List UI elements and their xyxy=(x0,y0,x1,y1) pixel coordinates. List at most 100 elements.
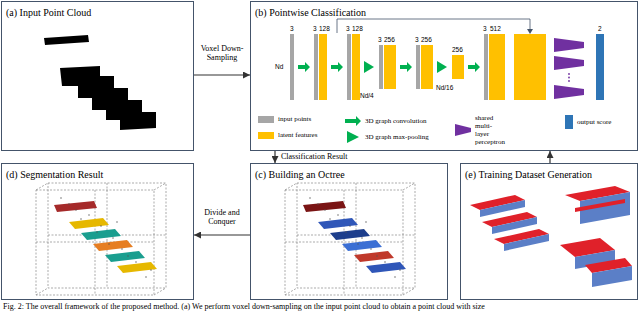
network-diagram xyxy=(514,34,546,100)
layer-size: 512 xyxy=(490,25,501,33)
training-samples xyxy=(592,266,632,287)
panel-title: (c) Building an Octree xyxy=(251,167,349,182)
network-diagram xyxy=(568,73,570,75)
panel-box: (e) Training Dataset Generation xyxy=(460,163,638,300)
legend-swatch xyxy=(258,116,274,123)
network-diagram xyxy=(568,77,570,79)
arrow-label: Divide and Conquer xyxy=(195,208,249,226)
legend-swatch xyxy=(565,115,573,129)
legend-symbol xyxy=(345,116,361,126)
panel-box: (a) Input Point Cloud xyxy=(1,1,194,151)
network-diagram xyxy=(527,29,533,34)
flow-arrow xyxy=(194,234,250,235)
legend-text: output score xyxy=(577,118,611,126)
panel-title: (d) Segmentation Result xyxy=(2,167,107,182)
octree-illustration xyxy=(285,183,415,295)
network-diagram xyxy=(319,34,327,100)
segmentation-illustration xyxy=(60,197,151,277)
network-diagram xyxy=(379,45,383,89)
panel-title: (e) Training Dataset Generation xyxy=(461,167,596,182)
layer-size: 2 xyxy=(598,25,602,33)
legend-item: latent features xyxy=(258,131,317,139)
octree-illustration xyxy=(309,197,400,277)
layer-size: 256 xyxy=(452,46,463,54)
network-diagram xyxy=(421,45,433,89)
training-samples xyxy=(470,186,632,287)
legend-item: output score xyxy=(565,115,611,129)
figure-caption: Fig. 2: The overall framework of the pro… xyxy=(3,302,637,311)
segmentation-illustration xyxy=(69,218,109,229)
network-diagram xyxy=(484,34,488,100)
input-point-cloud xyxy=(60,66,156,130)
network-diagram xyxy=(384,45,396,89)
input-point-cloud xyxy=(44,35,156,130)
network-diagram xyxy=(352,34,360,100)
network-diagram xyxy=(298,61,480,73)
network-diagram xyxy=(298,62,310,72)
network-diagram xyxy=(554,38,584,52)
legend-text: 3D graph convolution xyxy=(365,117,426,125)
segmentation-illustration xyxy=(93,240,133,251)
layer-size: 3 xyxy=(313,25,317,33)
layer-size: Nd/4 xyxy=(360,92,374,100)
arrow-label: Classification Result xyxy=(281,152,347,161)
segmentation-illustration xyxy=(105,251,145,262)
octree-illustration xyxy=(285,183,415,295)
panel-title: (b) Pointwise Classification xyxy=(251,5,370,20)
layer-size: 256 xyxy=(421,36,432,44)
legend-text: 3D graph max-pooling xyxy=(365,133,429,141)
panel-title: (a) Input Point Cloud xyxy=(2,5,95,20)
network-diagram xyxy=(290,19,604,100)
legend-text: shared multi-layer perceptron xyxy=(475,114,505,146)
input-point-cloud xyxy=(44,35,89,45)
panel-box: (c) Building an Octree xyxy=(250,163,448,300)
layer-size: 128 xyxy=(352,25,363,33)
network-diagram xyxy=(554,56,584,70)
training-samples xyxy=(575,199,625,212)
flow-arrow xyxy=(549,151,550,163)
network-diagram xyxy=(400,62,412,72)
network-diagram xyxy=(347,34,351,100)
network-diagram xyxy=(437,61,447,73)
legend-item: 3D graph max-pooling xyxy=(345,131,429,143)
legend-text: input points xyxy=(278,115,311,123)
network-diagram xyxy=(364,61,374,73)
network-diagram xyxy=(468,62,480,72)
octree-illustration xyxy=(366,262,406,273)
network-diagram xyxy=(416,45,420,89)
segmentation-illustration xyxy=(117,262,157,273)
network-diagram xyxy=(568,73,570,82)
legend-symbol xyxy=(455,124,471,136)
network-diagram xyxy=(331,62,343,72)
network-diagram xyxy=(337,19,530,33)
layer-size: 3 xyxy=(415,36,419,44)
layer-size: 256 xyxy=(384,36,395,44)
legend-symbol xyxy=(345,115,361,127)
layer-size: 3 xyxy=(483,25,487,33)
segmentation-illustration xyxy=(36,183,166,295)
network-diagram xyxy=(290,34,488,100)
layer-size: Nd xyxy=(275,63,283,71)
layer-size: 3 xyxy=(346,25,350,33)
flow-arrow xyxy=(194,74,250,75)
segmentation-illustration xyxy=(81,229,121,240)
network-diagram xyxy=(568,80,570,82)
flow-arrow xyxy=(274,151,275,163)
legend-item: shared multi-layer perceptron xyxy=(455,114,505,146)
layer-size: 128 xyxy=(319,25,330,33)
legend-item: input points xyxy=(258,115,311,123)
octree-illustration xyxy=(354,251,394,262)
legend-symbol xyxy=(347,131,359,143)
panel-box: (d) Segmentation Result xyxy=(1,163,194,300)
arrow-label: Voxel Down-Sampling xyxy=(195,44,249,62)
layer-size: Nd/16 xyxy=(436,84,453,92)
network-diagram xyxy=(489,34,505,100)
network-diagram xyxy=(452,55,464,79)
legend-swatch xyxy=(258,132,274,139)
layer-size: 3 xyxy=(290,25,294,33)
legend-symbol xyxy=(345,131,361,143)
octree-illustration xyxy=(342,240,382,251)
octree-illustration xyxy=(318,218,358,229)
network-diagram xyxy=(319,34,546,100)
layer-size: 3 xyxy=(378,36,382,44)
